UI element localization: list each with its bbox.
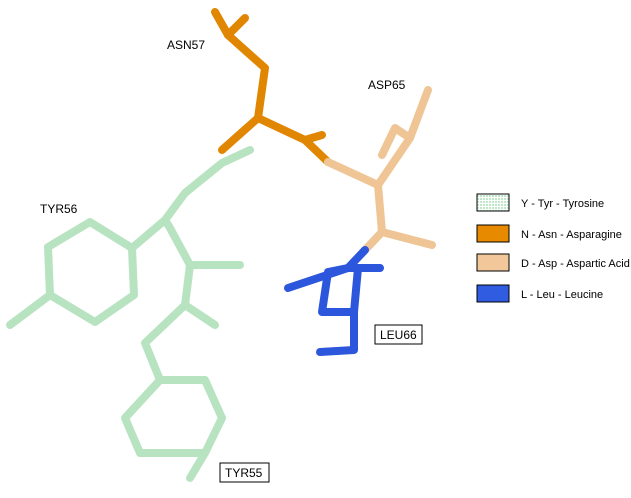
label-asp65: ASP65 xyxy=(368,78,406,92)
legend-swatch-aspartic xyxy=(476,253,510,272)
aspartic-bonds xyxy=(324,86,436,254)
legend-item-asparagine: N - Asn - Asparagine xyxy=(476,224,622,243)
legend-label-leucine: L - Leu - Leucine xyxy=(521,289,603,301)
legend-label-asparagine: N - Asn - Asparagine xyxy=(521,229,622,241)
legend-item-tyrosine: Y - Tyr - Tyrosine xyxy=(476,193,604,212)
label-tyr55-box: TYR55 xyxy=(219,462,270,483)
legend-swatch-leucine xyxy=(476,284,510,303)
label-leu66: LEU66 xyxy=(380,328,417,342)
label-asn57: ASN57 xyxy=(167,38,205,52)
label-leu66-box: LEU66 xyxy=(374,324,423,345)
leucine-bonds xyxy=(284,246,384,356)
asparagine-bonds xyxy=(211,8,332,166)
legend-label-aspartic: D - Asp - Aspartic Acid xyxy=(521,258,630,270)
legend-item-aspartic: D - Asp - Aspartic Acid xyxy=(476,253,630,272)
label-tyr56: TYR56 xyxy=(40,202,78,216)
tyrosine-bonds xyxy=(6,146,254,482)
legend: Y - Tyr - Tyrosine N - Asn - Asparagine … xyxy=(476,193,630,303)
legend-label-tyrosine: Y - Tyr - Tyrosine xyxy=(521,198,604,210)
label-tyr55: TYR55 xyxy=(225,466,263,480)
legend-swatch-tyrosine xyxy=(476,193,510,212)
legend-swatch-asparagine xyxy=(476,224,510,243)
legend-item-leucine: L - Leu - Leucine xyxy=(476,284,603,303)
